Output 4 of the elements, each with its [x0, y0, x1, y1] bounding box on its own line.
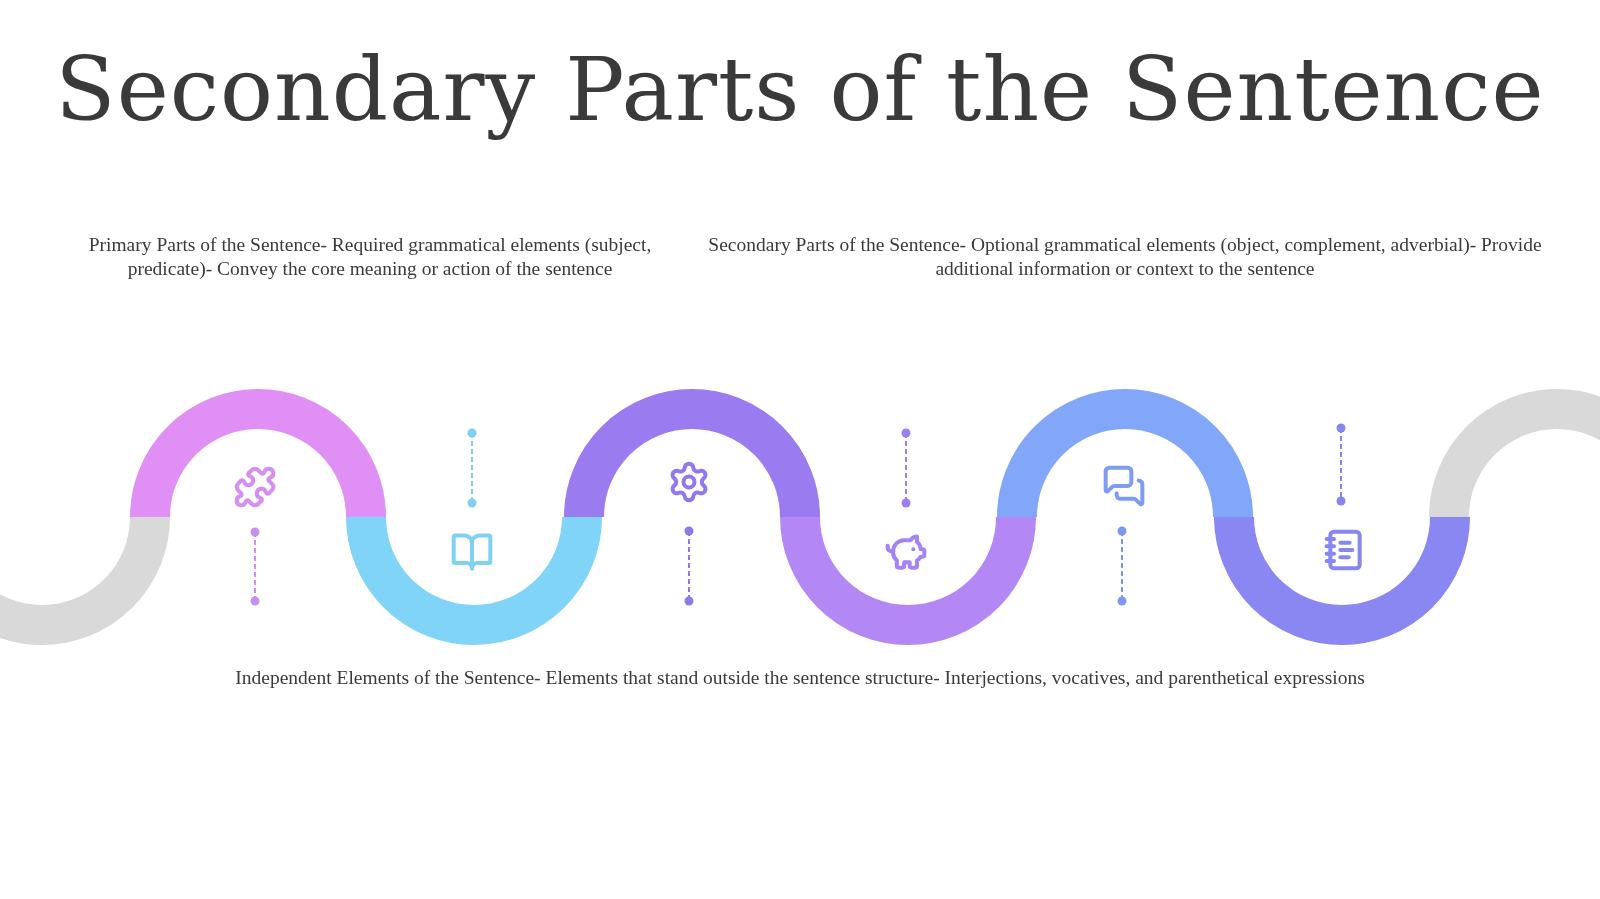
description-text: Primary Parts of the Sentence- Required grammatical elements (subject, predicate)- Convey the core meaning or action of the sentence [87, 233, 653, 281]
description-text: Secondary Parts of the Sentence- Optional grammatical elements (object, complement, adverbial)- Provide additional information or context to the sentence [707, 233, 1543, 281]
title: Secondary Parts of the Sentence [54, 37, 1546, 143]
description-text: Independent Elements of the Sentence- Elements that stand outside the sentence structure- Interjections, vocatives, and parenthetical expressions [234, 666, 1366, 690]
